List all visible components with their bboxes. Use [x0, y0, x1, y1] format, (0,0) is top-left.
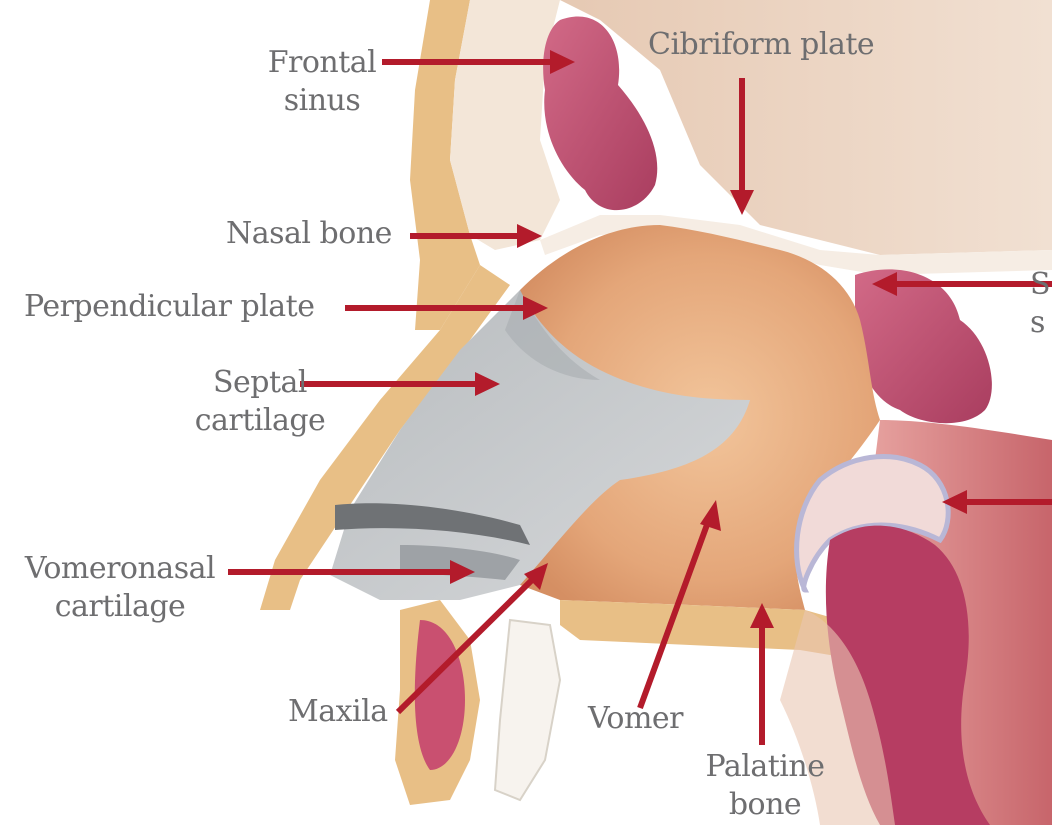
label-septal-cartilage-line2: cartilage — [190, 402, 330, 440]
label-vomeronasal-cartilage-line2: cartilage — [10, 588, 230, 626]
label-frontal-sinus-line2: sinus — [252, 82, 392, 120]
label-vomer: Vomer — [588, 700, 683, 738]
label-vomeronasal-cartilage-line1: Vomeronasal — [10, 550, 230, 588]
label-frontal-sinus-line1: Frontal — [252, 44, 392, 82]
label-vomeronasal-cartilage: Vomeronasal cartilage — [10, 550, 230, 626]
sphenoid-sinus-shape — [855, 269, 992, 423]
label-septal-cartilage: Septal cartilage — [190, 364, 330, 440]
label-perpendicular-plate: Perpendicular plate — [24, 288, 315, 326]
label-sphenoid-partial-line1: S — [1030, 266, 1052, 304]
label-septal-cartilage-line1: Septal — [190, 364, 330, 402]
label-palatine-bone-line2: bone — [690, 786, 840, 824]
label-frontal-sinus: Frontal sinus — [252, 44, 392, 120]
label-sphenoid-partial-line2: s — [1030, 304, 1052, 342]
label-palatine-bone-line1: Palatine — [690, 748, 840, 786]
label-palatine-bone: Palatine bone — [690, 748, 840, 824]
label-nasal-bone: Nasal bone — [226, 215, 392, 253]
label-sphenoid-partial: S s — [1030, 266, 1052, 342]
label-cribriform-plate: Cibriform plate — [648, 26, 874, 64]
label-maxila: Maxila — [288, 693, 388, 731]
frontal-bone-inner — [450, 0, 560, 250]
